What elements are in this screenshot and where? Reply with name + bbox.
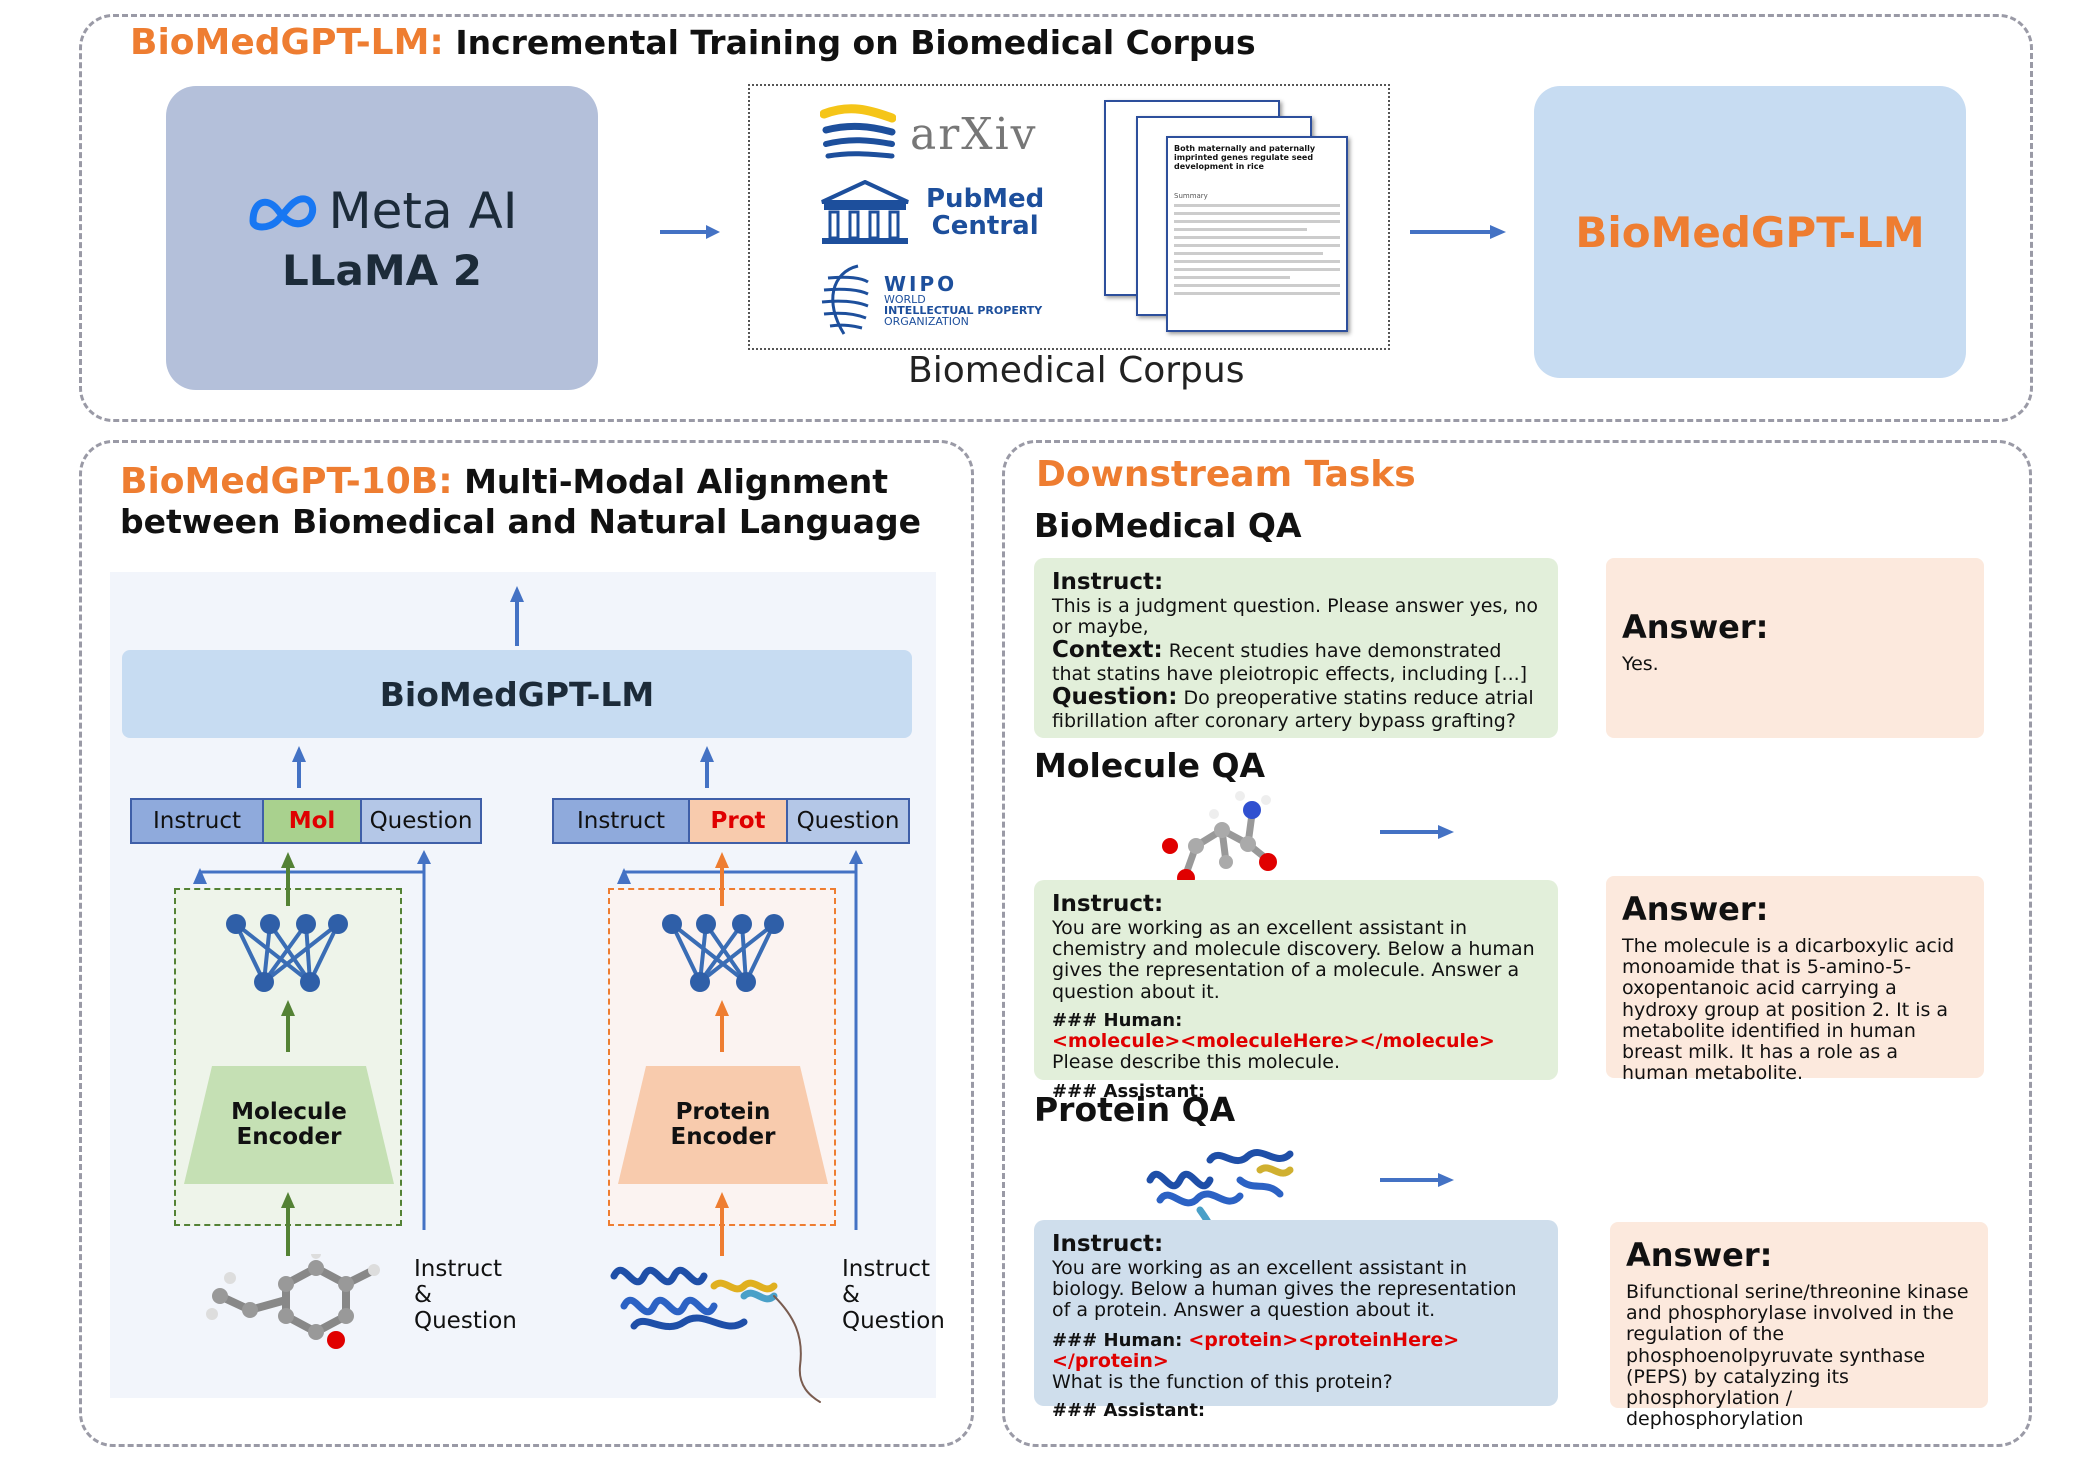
wipo-logo: WIPO WORLD INTELLECTUAL PROPERTY ORGANIZ… <box>818 262 1042 338</box>
prot-arrow-input-to-encoder <box>715 1192 729 1256</box>
molecule-encoder-label: Molecule Encoder <box>231 1099 347 1151</box>
mol-arrow-input-to-encoder <box>281 1192 295 1256</box>
arrow-prot-row-to-lm <box>700 746 714 788</box>
molecule-ball-stick-icon <box>206 1254 380 1349</box>
protein-qa-arrow <box>1380 1173 1454 1187</box>
arrow-corpus-to-lm <box>1410 225 1506 239</box>
prot-arrow-encoder-to-network <box>715 1000 729 1052</box>
right-panel <box>1002 440 2032 1447</box>
mol-instruct-question-label: Instruct & Question <box>414 1256 517 1335</box>
pubmed-building-icon <box>821 180 909 244</box>
prot-instruct-question-label: Instruct & Question <box>842 1256 945 1335</box>
top-panel-title: BioMedGPT-LM: Incremental Training on Bi… <box>130 22 1256 63</box>
corpus-label: Biomedical Corpus <box>908 350 1245 391</box>
molecule-qa-prompt: Instruct: You are working as an excellen… <box>1034 880 1558 1101</box>
pubmed-central-logo: PubMed Central <box>818 180 1044 246</box>
protein-encoder-trapezoid <box>618 1066 828 1184</box>
top-panel <box>79 14 2033 422</box>
arrow-lm-output <box>510 586 524 646</box>
document-thumbnail-front: Both maternally and paternally imprinted… <box>1166 136 1348 332</box>
prot-row-question: Question <box>786 798 910 844</box>
biomedgpt-lm-output-box: BioMedGPT-LM <box>1534 86 1966 378</box>
protein-ribbon-icon <box>610 1266 821 1403</box>
llama-box: Meta AI LLaMA 2 <box>166 86 598 390</box>
protein-qa-heading: Protein QA <box>1034 1090 1236 1129</box>
protein-encoder-label: Protein Encoder <box>670 1099 776 1151</box>
mol-row-instruct: Instruct <box>130 798 264 844</box>
prot-network-icon <box>662 914 784 992</box>
mol-network-icon <box>226 914 348 992</box>
arrow-mol-row-to-lm <box>292 746 306 788</box>
molecule-qa-heading: Molecule QA <box>1034 746 1266 785</box>
left-panel <box>79 440 974 1447</box>
protein-qa-structure-icon <box>1146 1149 1294 1246</box>
mol-arrow-to-row <box>281 852 295 906</box>
prot-connector-lines <box>617 850 863 1230</box>
mol-row-mol: Mol <box>262 798 362 844</box>
molecule-qa-structure-icon <box>1162 791 1277 895</box>
arxiv-swoosh-icon <box>820 104 896 159</box>
biomedical-qa-answer: Answer: Yes. <box>1606 558 1984 738</box>
llama-label: LLaMA 2 <box>281 245 482 295</box>
arrow-llama-to-corpus <box>660 225 720 239</box>
biomedical-qa-heading: BioMedical QA <box>1034 506 1302 545</box>
left-panel-title: BioMedGPT-10B: Multi-Modal Alignment bet… <box>120 461 922 542</box>
protein-qa-prompt: Instruct: You are working as an excellen… <box>1034 1220 1558 1421</box>
mol-connector-lines <box>193 850 431 1230</box>
prot-row-prot: Prot <box>688 798 788 844</box>
wipo-globe-icon <box>821 264 869 335</box>
meta-infinity-icon <box>248 194 316 230</box>
mol-row-question: Question <box>360 798 482 844</box>
right-panel-title: Downstream Tasks <box>1036 454 1416 495</box>
meta-ai-logo: Meta AI <box>247 182 518 240</box>
mol-arrow-encoder-to-network <box>281 1000 295 1052</box>
molecule-encoder-trapezoid <box>184 1066 394 1184</box>
protein-qa-answer: Answer: Bifunctional serine/threonine ki… <box>1610 1222 1988 1430</box>
biomedgpt-lm-block: BioMedGPT-LM <box>122 650 912 738</box>
prot-arrow-to-row <box>715 852 729 906</box>
biomedical-qa-prompt: Instruct: This is a judgment question. P… <box>1034 558 1558 738</box>
arxiv-logo: arXiv <box>820 104 1038 164</box>
molecule-qa-arrow <box>1380 825 1454 839</box>
prot-row-instruct: Instruct <box>552 798 690 844</box>
molecule-qa-answer: Answer: The molecule is a dicarboxylic a… <box>1606 876 1984 1084</box>
